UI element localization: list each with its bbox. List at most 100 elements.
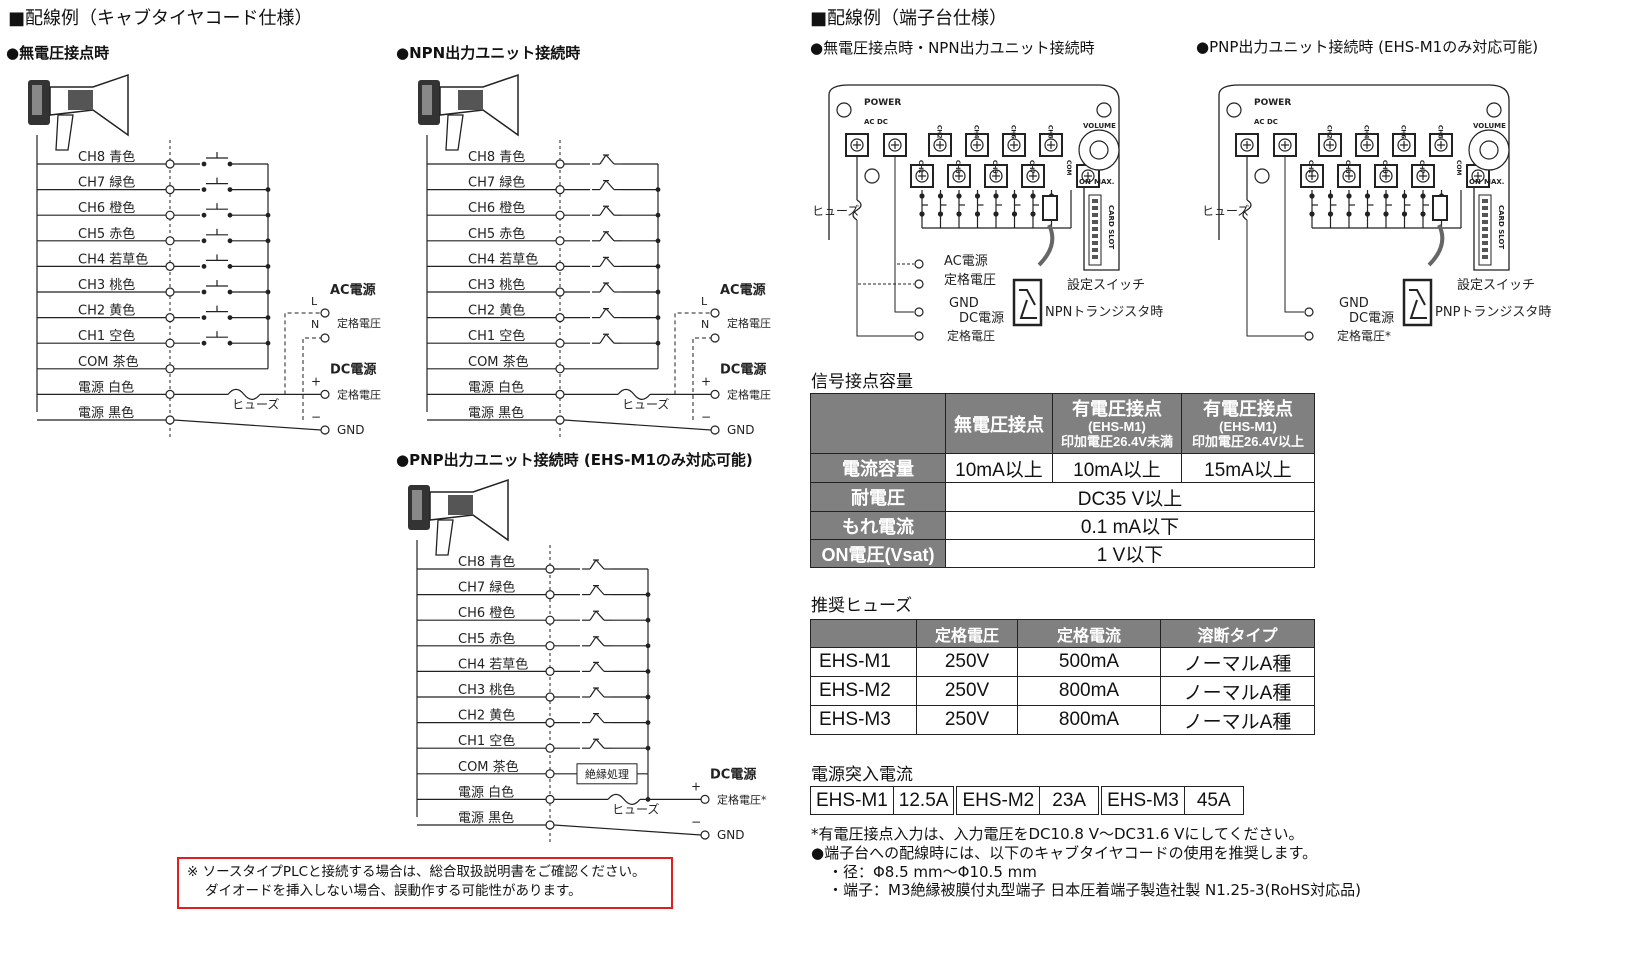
- terminal-circle: [165, 159, 175, 169]
- acdc-label: AC DC: [864, 118, 888, 126]
- cell: 250V: [916, 647, 1018, 677]
- contact-capacity-table: 無電圧接点 有電圧接点(EHS-M1)印加電圧26.4V未満 有電圧接点(EHS…: [810, 393, 1315, 568]
- cell: 23A: [1039, 786, 1101, 815]
- N-label: N: [311, 318, 319, 331]
- row-label: 電流容量: [810, 453, 946, 483]
- terminal-circle: [710, 389, 720, 399]
- switch-contact-icon: [201, 254, 233, 269]
- wire-line: [595, 662, 605, 672]
- dip-switch: [1092, 220, 1098, 224]
- channel-label: CH3: [1344, 160, 1351, 174]
- cell: 800mA: [1017, 705, 1161, 735]
- cell: EHS-M1: [810, 647, 917, 677]
- ac-dashed-wire: [856, 220, 914, 285]
- warning-line-1: ※ ソースタイプPLCと接続する場合は、総合取扱説明書をご確認ください。: [187, 864, 646, 880]
- terminal-circle: [165, 338, 175, 348]
- speaker-neck: [458, 90, 483, 110]
- junction-dot: [201, 264, 207, 269]
- junction-dot: [937, 211, 944, 217]
- dip-switch: [1092, 234, 1098, 238]
- cell: ノーマルA種: [1160, 647, 1315, 677]
- wire-label: CH5 赤色: [468, 226, 525, 242]
- channel-label: COM: [1065, 160, 1072, 176]
- transistor-output-icon: [582, 584, 612, 596]
- header-empty: [810, 393, 946, 454]
- wire-line: [589, 738, 597, 749]
- housing-outline: [828, 84, 1120, 271]
- terminal-circle: [1226, 102, 1242, 118]
- transistor-output-icon: [582, 661, 612, 673]
- rated-voltage-label: 定格電圧*: [1337, 328, 1391, 343]
- wire-line: [589, 687, 597, 698]
- transistor-output-icon: [592, 205, 622, 216]
- wire-line: [599, 154, 607, 165]
- output-unit: [1432, 195, 1448, 221]
- terminal-circle: [555, 159, 565, 169]
- ac-dashed-wire: [302, 337, 321, 420]
- junction-dot: [227, 161, 233, 167]
- channel-label: CH6: [1010, 125, 1017, 139]
- table-row: EHS-M1 250V 500mA ノーマルA種: [810, 647, 1315, 677]
- note-terminal: ・端子：M3絶縁被膜付丸型端子 日本圧着端子製造社製 N1.25-3(RoHS対…: [828, 881, 1362, 899]
- L-label: L: [311, 295, 318, 308]
- terminal-circle: [165, 236, 175, 246]
- table-row: ON電圧(Vsat) 1 V以下: [810, 539, 1315, 568]
- junction-dot: [974, 193, 981, 199]
- cell: 500mA: [1017, 647, 1161, 677]
- ac-dashed-wire: [284, 312, 321, 395]
- cell: 250V: [916, 676, 1018, 706]
- wire-label: CH3 桃色: [468, 277, 525, 293]
- junction-dot: [227, 340, 233, 346]
- transistor-type-label: PNPトランジスタ時: [1435, 305, 1551, 320]
- junction-dot: [645, 797, 651, 802]
- channel-label: CH1: [1307, 160, 1314, 174]
- cell: 45A: [1183, 786, 1244, 815]
- terminal-circle: [545, 820, 555, 830]
- fuse-table-title: 推奨ヒューズ: [811, 596, 913, 616]
- wire-line: [605, 205, 615, 216]
- gnd-label: GND: [717, 828, 745, 842]
- wire-label: CH1 空色: [468, 328, 525, 344]
- speaker-icon: [408, 478, 509, 556]
- terminal-circle: [1304, 331, 1314, 341]
- table-row: もれ電流 0.1 mA以下: [810, 511, 1315, 540]
- dc-wire: [1246, 220, 1304, 337]
- junction-dot: [1030, 193, 1036, 199]
- junction-dot: [1346, 193, 1352, 199]
- junction-dot: [937, 193, 944, 199]
- junction-dot: [1383, 193, 1389, 199]
- ac-power-label: AC電源: [330, 282, 376, 298]
- rated-voltage-label: 定格電圧: [727, 316, 771, 330]
- junction-dot: [1364, 193, 1371, 199]
- wire-label: CH8 青色: [468, 149, 525, 165]
- terminal-circle: [710, 333, 720, 343]
- wire-label: 電源 白色: [458, 784, 514, 800]
- speaker-bracket: [435, 519, 454, 556]
- terminal-circle: [555, 185, 565, 195]
- header-label: 有電圧接点: [1072, 398, 1162, 419]
- rated-voltage-label: 定格電圧: [947, 328, 995, 343]
- header-condition: 印加電圧26.4V以上: [1192, 433, 1304, 449]
- wire-line: [605, 231, 615, 242]
- header-voltage-contact-high: 有電圧接点(EHS-M1)印加電圧26.4V以上: [1181, 393, 1315, 454]
- cell: 1 V以下: [945, 539, 1315, 568]
- fuse-icon: [852, 199, 862, 221]
- setting-switch-label: 設定スイッチ: [1067, 277, 1145, 293]
- left-section-title: ■配線例（キャブタイヤコード仕様）: [8, 8, 313, 29]
- volume-label: VOLUME: [1473, 122, 1506, 130]
- channel-label: CH2: [1326, 125, 1333, 139]
- L-label: L: [701, 295, 708, 308]
- dip-switch: [1482, 213, 1488, 217]
- wire-label: CH2 黄色: [468, 303, 525, 319]
- dc-wire: [856, 220, 914, 337]
- diagram-npn-title: ●NPN出力ユニット接続時: [396, 44, 581, 62]
- terminal-circle: [914, 279, 924, 289]
- plus-label: +: [311, 374, 321, 388]
- channel-label: CH8: [1047, 125, 1054, 139]
- junction-dot: [993, 193, 999, 199]
- wire-line: [595, 585, 605, 595]
- channel-label: CH7: [1418, 160, 1425, 174]
